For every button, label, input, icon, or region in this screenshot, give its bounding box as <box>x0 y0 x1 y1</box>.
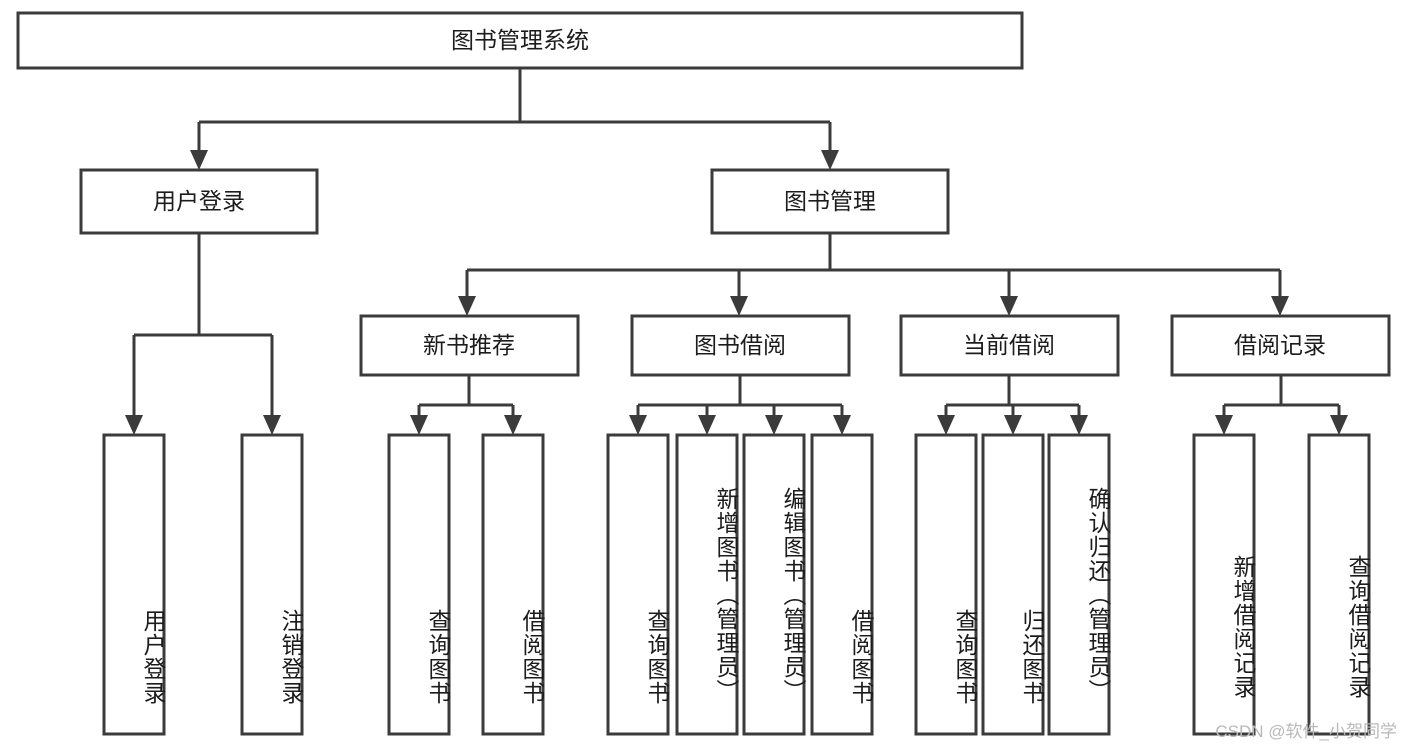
node-leaf-borrow-book-1-box[interactable] <box>481 433 545 736</box>
node-book-borrow-box[interactable] <box>630 314 851 377</box>
node-leaf-query-book-3-box[interactable] <box>914 433 978 736</box>
arrowhead-current-borrow <box>1000 296 1018 316</box>
arrowhead-leaf-borrow-book-1 <box>504 415 522 435</box>
node-book-manage-box[interactable] <box>710 168 950 235</box>
arrowhead-book-manage <box>821 150 839 170</box>
node-book-manage-label: 图书管理 <box>784 188 876 214</box>
arrowhead-leaf-logout-login <box>263 415 281 435</box>
csdn-watermark: CSDN @软件_小贺同学 <box>1215 722 1397 741</box>
node-leaf-query-book-2-box[interactable] <box>606 433 670 736</box>
arrowhead-leaf-query-book-3 <box>937 415 955 435</box>
node-leaf-query-book-1-box[interactable] <box>387 433 451 736</box>
node-user-login-label: 用户登录 <box>153 188 245 214</box>
node-leaf-user-login-box[interactable] <box>102 433 166 736</box>
arrowhead-new-book-recommend <box>458 296 476 316</box>
node-book-borrow-label: 图书借阅 <box>694 332 786 358</box>
node-borrow-record-box[interactable] <box>1170 314 1391 377</box>
arrowhead-leaf-add-book <box>698 415 716 435</box>
node-root-label: 图书管理系统 <box>451 27 589 53</box>
node-leaf-edit-book-box[interactable] <box>742 433 806 736</box>
node-leaf-query-record-box[interactable] <box>1307 433 1371 736</box>
arrowhead-leaf-edit-book <box>765 415 783 435</box>
arrowhead-book-borrow <box>730 296 748 316</box>
arrowhead-borrow-record <box>1271 296 1289 316</box>
node-borrow-record-label: 借阅记录 <box>1234 332 1326 358</box>
node-root-box[interactable] <box>16 11 1024 70</box>
arrowhead-leaf-borrow-book-2 <box>833 415 851 435</box>
node-current-borrow-box[interactable] <box>899 314 1120 377</box>
node-leaf-return-book-box[interactable] <box>981 433 1045 736</box>
node-leaf-confirm-return-box[interactable] <box>1047 433 1111 736</box>
arrowhead-leaf-user-login <box>125 415 143 435</box>
node-new-book-recommend-box[interactable] <box>359 314 580 377</box>
node-leaf-add-book-box[interactable] <box>675 433 739 736</box>
node-leaf-add-record-box[interactable] <box>1192 433 1256 736</box>
arrowhead-user-login <box>190 150 208 170</box>
arrowhead-leaf-query-book-1 <box>410 415 428 435</box>
arrowhead-leaf-confirm-return <box>1070 415 1088 435</box>
arrowhead-leaf-add-record <box>1215 415 1233 435</box>
arrowhead-leaf-return-book <box>1004 415 1022 435</box>
node-new-book-recommend-label: 新书推荐 <box>423 332 515 358</box>
node-current-borrow-label: 当前借阅 <box>963 332 1055 358</box>
node-leaf-logout-login-box[interactable] <box>240 433 304 736</box>
arrowhead-leaf-query-record <box>1330 415 1348 435</box>
node-leaf-borrow-book-2-box[interactable] <box>810 433 874 736</box>
arrowhead-leaf-query-book-2 <box>629 415 647 435</box>
